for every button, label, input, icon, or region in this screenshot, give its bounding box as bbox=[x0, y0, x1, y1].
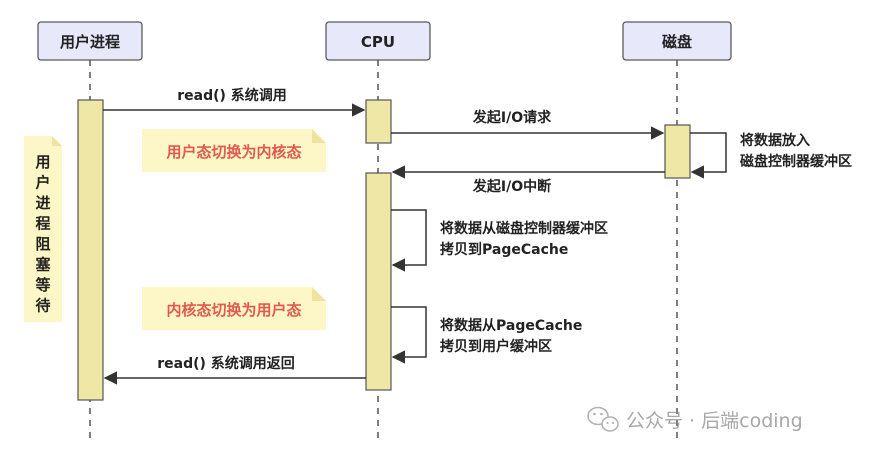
arrow-cpu-self-1 bbox=[391, 209, 427, 272]
message-read-return: read() 系统调用返回 bbox=[157, 355, 295, 372]
note-blocked-char: 阻 bbox=[35, 235, 50, 253]
participant-label: 用户进程 bbox=[60, 33, 120, 51]
note-blocked-char: 待 bbox=[35, 297, 50, 315]
note-user-to-kernel: 用户态切换为内核态 bbox=[142, 129, 326, 172]
activation-cpu-1 bbox=[365, 99, 392, 144]
participant-user-process: 用户进程 bbox=[37, 21, 143, 61]
activation-disk bbox=[664, 124, 691, 179]
wechat-icon bbox=[587, 406, 619, 432]
watermark-text: 公众号 · 后端coding bbox=[626, 410, 803, 432]
self-action-copy-pagecache-line2: 拷贝到PageCache bbox=[440, 241, 568, 258]
self-action-disk-line2: 磁盘控制器缓冲区 bbox=[740, 153, 852, 170]
message-read-call: read() 系统调用 bbox=[177, 87, 287, 104]
note-blocked-char: 塞 bbox=[35, 256, 51, 274]
note-label: 内核态切换为用户态 bbox=[166, 301, 301, 319]
note-blocked-char: 程 bbox=[35, 215, 50, 233]
activation-cpu-2 bbox=[365, 172, 392, 391]
activation-user bbox=[77, 99, 104, 401]
participant-label: CPU bbox=[361, 33, 395, 51]
message-io-interrupt: 发起I/O中断 bbox=[472, 178, 551, 195]
arrow-cpu-self-2 bbox=[391, 306, 427, 364]
self-action-copy-pagecache-line1: 将数据从磁盘控制器缓冲区 bbox=[440, 220, 608, 237]
message-io-request: 发起I/O请求 bbox=[472, 109, 552, 126]
note-blocked-char: 等 bbox=[35, 276, 50, 294]
watermark: 公众号 · 后端coding bbox=[587, 406, 803, 432]
note-blocked-char: 进 bbox=[35, 194, 50, 212]
self-action-disk-line1: 将数据放入 bbox=[740, 132, 810, 149]
note-label: 用户态切换为内核态 bbox=[166, 143, 301, 161]
note-kernel-to-user: 内核态切换为用户态 bbox=[142, 287, 326, 330]
note-blocked-char: 户 bbox=[35, 174, 50, 192]
note-blocked-char: 用 bbox=[35, 153, 50, 171]
arrow-disk-self bbox=[690, 132, 727, 179]
participant-disk: 磁盘 bbox=[622, 21, 732, 61]
participant-cpu: CPU bbox=[325, 21, 431, 61]
participant-label: 磁盘 bbox=[662, 33, 692, 51]
self-action-copy-user-line2: 拷贝到用户缓冲区 bbox=[440, 338, 552, 355]
self-action-copy-user-line1: 将数据从PageCache bbox=[440, 317, 582, 334]
